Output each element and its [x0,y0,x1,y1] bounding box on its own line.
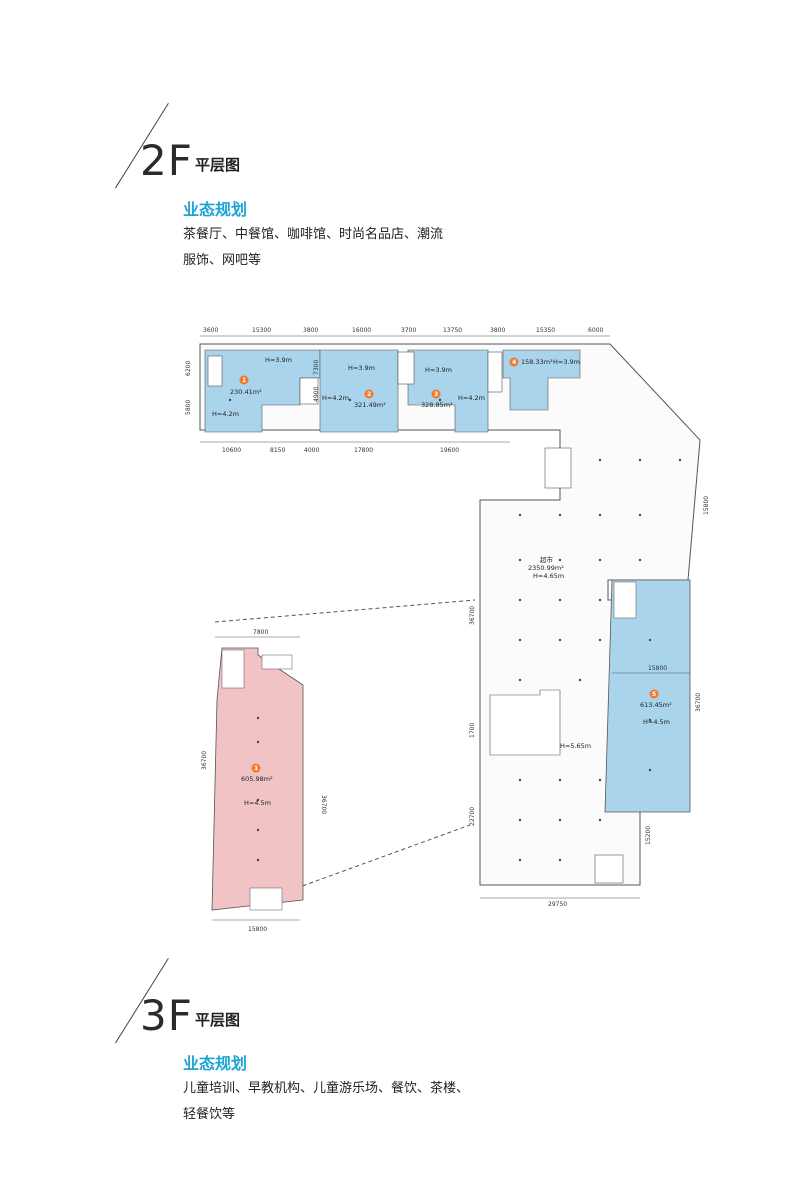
connector-line-top [214,599,476,623]
detail-bottom-dim: 15800 [248,926,267,933]
room-2-badge: 2 [367,391,371,398]
market-name: 超市 [540,555,554,564]
left-dim-2: 5800 [185,400,192,415]
detail-left-dim: 36700 [201,751,208,770]
bottom-dim-1: 10600 [222,447,241,454]
atrium [489,689,561,756]
market-bottom-dim: 29750 [548,901,567,908]
top-dim-7: 3800 [490,327,505,334]
column-grid [228,398,682,862]
detail-area: 605.98m² [241,775,273,783]
atrium-height: H=5.65m [560,742,591,750]
room-4-height-top: H=3.9m [553,358,580,366]
floor-3-plan-title: 业态规划 [183,1054,248,1073]
top-dim-9: 6000 [588,327,603,334]
top-dim-4: 16000 [352,327,371,334]
detail-top-dim: 7800 [253,629,268,636]
top-strip [199,343,701,886]
floor-2-desc-line-2: 服饰、网吧等 [183,253,262,268]
unit-5-area: 613.45m² [640,701,672,709]
floor-3-label: 3F [140,991,193,1040]
room-3-height-bottom: H=4.2m [458,394,485,402]
right-dim-2: 36700 [695,693,702,712]
floor-2-header: 2F 平层图 [115,103,440,189]
room-4-badge: 4 [512,359,516,366]
market-area: 2350.99m² [528,564,564,572]
detail-right-dim: 36700 [320,795,327,814]
room-2-height-top: H=3.9m [348,364,375,372]
unit-5-area [604,579,691,813]
floor-2-plan-title: 业态规划 [183,200,248,219]
detail-height: H=4.5m [244,799,271,807]
mid-dim-2: 4900 [313,387,320,402]
bottom-dim-3: 4000 [304,447,319,454]
market-height: H=4.65m [533,572,564,580]
top-dim-8: 15350 [536,327,555,334]
bottom-dim-4: 17800 [354,447,373,454]
unit-5-badge: 5 [652,691,656,698]
floor-3-subtitle: 平层图 [195,1011,241,1029]
detail-unit [211,647,304,911]
room-1-height-top: H=3.9m [265,356,292,364]
room-2-area: 321.49m² [354,401,386,409]
room-3-area: 328.85m² [421,401,453,409]
top-dim-2: 15300 [252,327,271,334]
room-1-area: 230.41m² [230,388,262,396]
market-left-dim-2: 1700 [469,723,476,738]
right-dim-3: 15200 [645,826,652,845]
left-dim-1: 6200 [185,361,192,376]
floor-3-header: 3F 平层图 [115,958,440,1044]
market-left-dim-3: 22700 [469,807,476,826]
inner-dim: 15800 [648,665,667,672]
room-2-height-bottom: H=4.2m [322,394,349,402]
floor-3-desc-line-1: 儿童培训、早教机构、儿童游乐场、餐饮、茶楼、 [183,1081,470,1096]
detail-badge: 1 [254,765,258,772]
floor-2-plan-desc: 茶餐厅、中餐馆、咖啡馆、时尚名品店、潮流 服饰、网吧等 [183,222,473,274]
floor-2-subtitle: 平层图 [195,156,241,174]
top-dim-6: 13750 [443,327,462,334]
room-3-badge: 3 [434,391,438,398]
floor-2-label: 2F [140,136,193,185]
room-1-height-bottom: H=4.2m [212,410,239,418]
top-dim-1: 3600 [203,327,218,334]
right-dim-1: 15800 [703,496,710,515]
top-dim-5: 3700 [401,327,416,334]
mid-dim-1: 7300 [313,360,320,375]
bottom-dim-5: 19600 [440,447,459,454]
floor-2-desc-line-1: 茶餐厅、中餐馆、咖啡馆、时尚名品店、潮流 [183,227,444,242]
unit-5-height: H=4.5m [643,718,670,726]
top-dim-3: 3800 [303,327,318,334]
room-1-badge: 1 [242,377,246,384]
market-left-dim-1: 36700 [469,606,476,625]
floor-3-plan-desc: 儿童培训、早教机构、儿童游乐场、餐饮、茶楼、 轻餐饮等 [183,1076,473,1128]
bottom-dim-2: 8150 [270,447,285,454]
floor-3-desc-line-2: 轻餐饮等 [183,1107,236,1122]
room-3-height-top: H=3.9m [425,366,452,374]
room-4-area: 158.33m² [521,358,553,366]
